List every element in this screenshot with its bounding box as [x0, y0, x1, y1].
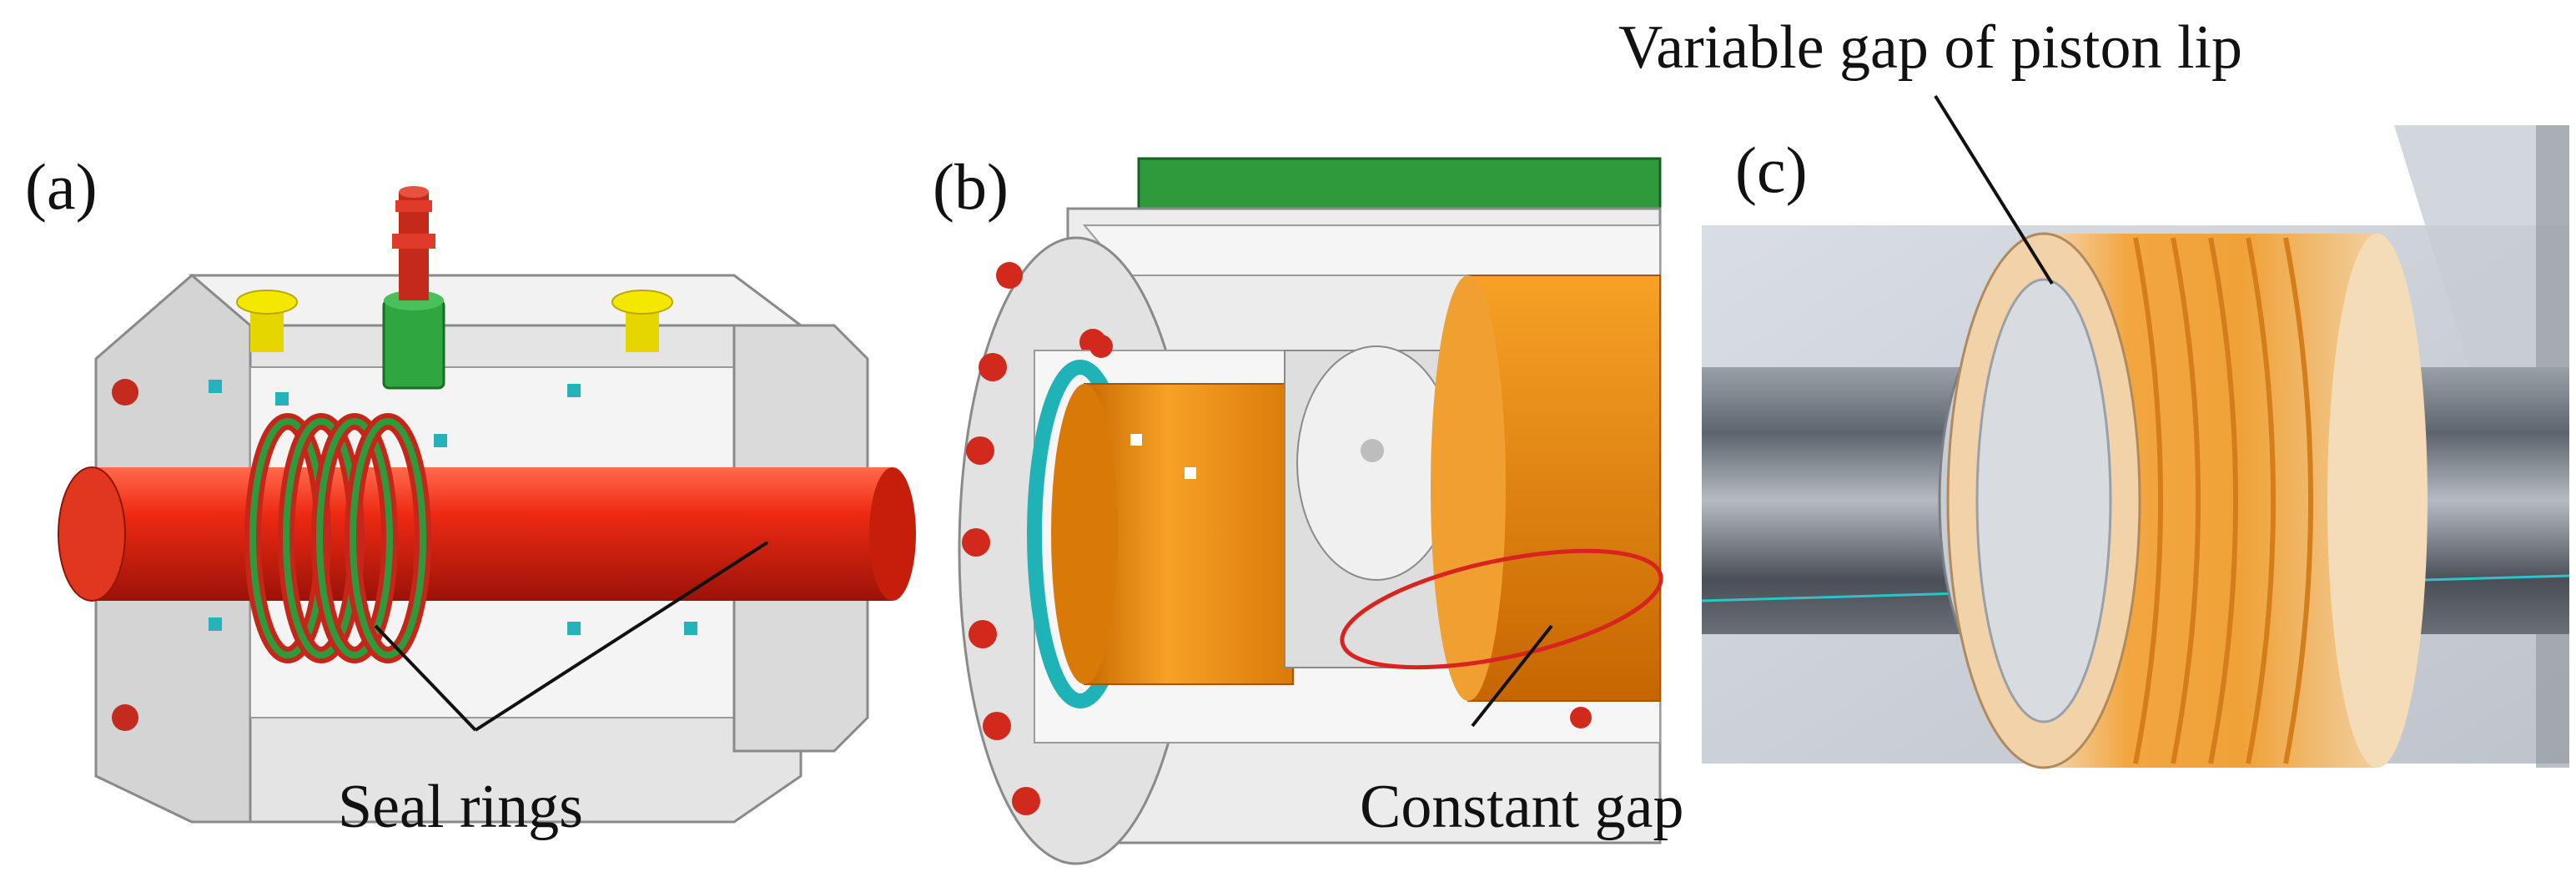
piston-rod [58, 466, 916, 602]
panel-c-illustration [1701, 94, 2570, 769]
panel-a-illustration [58, 186, 916, 824]
constant-gap-leader [1471, 624, 1553, 728]
yellow-fitting-left [236, 290, 298, 352]
panel-label-a: (a) [25, 150, 98, 223]
constant-gap-label: Constant gap [1360, 773, 1684, 841]
variable-gap-leader [1934, 94, 2054, 285]
panel-label-c: (c) [1735, 134, 1808, 206]
panel-label-b: (b) [933, 150, 1009, 223]
seal-rings-label: Seal rings [338, 773, 583, 841]
piston-grooves [2133, 237, 2313, 764]
seal-rings-leader-2 [474, 541, 769, 732]
housing-b-top [1082, 224, 1661, 276]
constant-gap-highlight [1340, 548, 1663, 670]
seal-rings-graphic [244, 413, 431, 663]
panel-b-illustration [958, 157, 1663, 865]
variable-gap-label: Variable gap of piston lip [1618, 13, 2243, 82]
yellow-fitting-right [611, 290, 673, 352]
bolt-hole [112, 704, 138, 731]
orange-piston [1084, 383, 1294, 685]
bolt-hole [112, 379, 138, 406]
seal-rings-leader-1 [374, 624, 477, 732]
inlet-fitting [382, 186, 445, 390]
